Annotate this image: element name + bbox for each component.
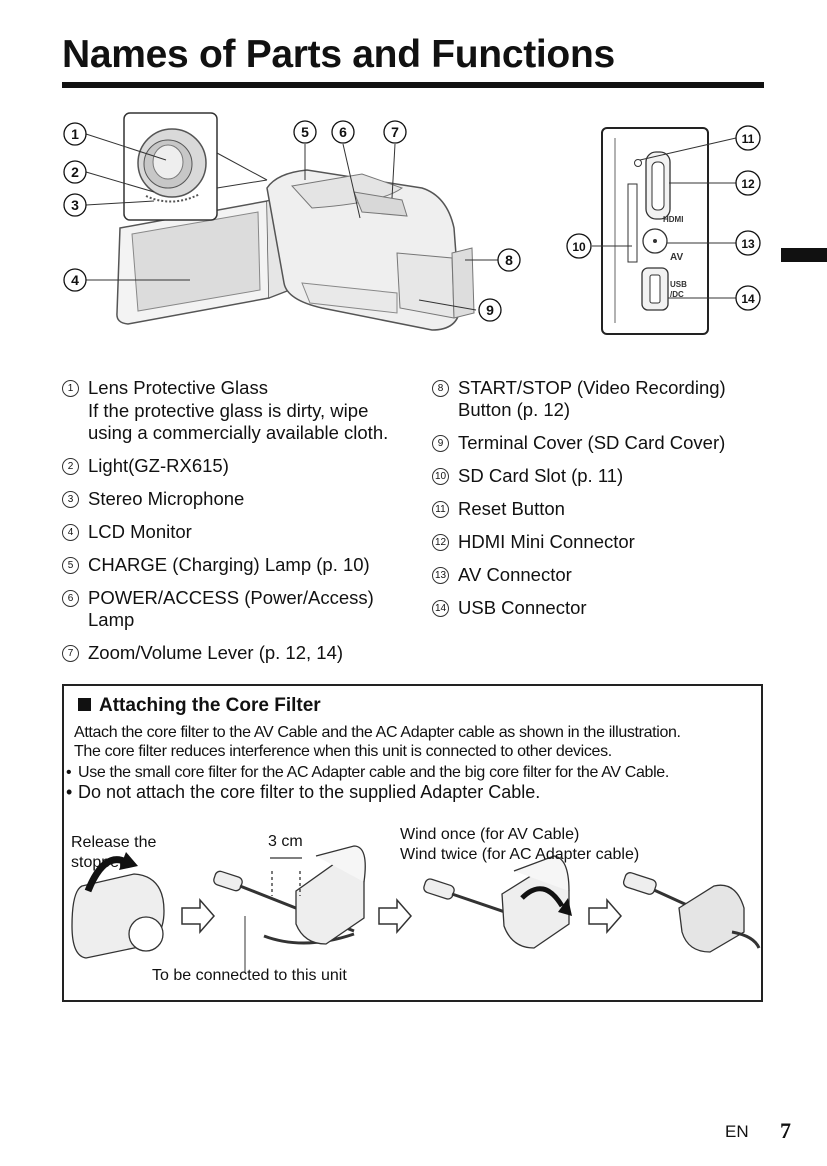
part-number: 9 — [432, 435, 449, 452]
part-label: POWER/ACCESS (Power/Access) Lamp — [88, 587, 374, 630]
bullet-text: Do not attach the core filter to the sup… — [78, 782, 541, 802]
part-number: 7 — [62, 645, 79, 662]
part-label: Reset Button — [458, 498, 565, 519]
part-label: LCD Monitor — [88, 521, 192, 542]
core-filter-bullet-1: • Use the small core filter for the AC Ad… — [66, 764, 669, 782]
part-item: 5 CHARGE (Charging) Lamp (p. 10) — [62, 554, 407, 576]
part-item: 2 Light(GZ-RX615) — [62, 455, 407, 477]
callout-12: 12 — [741, 177, 755, 191]
callout-1: 1 — [71, 126, 79, 142]
part-label: AV Connector — [458, 564, 572, 585]
callout-14: 14 — [741, 292, 755, 306]
parts-list-right: 8 START/STOP (Video Recording) Button (p… — [432, 377, 762, 630]
part-item: 7 Zoom/Volume Lever (p. 12, 14) — [62, 642, 407, 664]
callout-4: 4 — [71, 272, 79, 288]
title-rule — [62, 82, 764, 88]
hdmi-port-label: HDMI — [663, 215, 683, 224]
part-item: 8 START/STOP (Video Recording) Button (p… — [432, 377, 762, 421]
core-filter-bullet-2: •Do not attach the core filter to the su… — [66, 782, 540, 803]
callout-8: 8 — [505, 252, 513, 268]
caption-line: Release the — [71, 834, 157, 851]
part-label: USB Connector — [458, 597, 587, 618]
part-number: 5 — [62, 557, 79, 574]
part-number: 4 — [62, 524, 79, 541]
part-number: 13 — [432, 567, 449, 584]
callout-2: 2 — [71, 164, 79, 180]
part-number: 8 — [432, 380, 449, 397]
page-number: 7 — [780, 1118, 791, 1143]
part-item: 3 Stereo Microphone — [62, 488, 407, 510]
part-item: 1 Lens Protective Glass If the protectiv… — [62, 377, 407, 444]
caption-wind: Wind once (for AV Cable) Wind twice (for… — [400, 825, 639, 865]
part-number: 1 — [62, 380, 79, 397]
language-label: EN — [725, 1122, 749, 1141]
part-item: 6 POWER/ACCESS (Power/Access) Lamp — [62, 587, 407, 631]
part-number: 11 — [432, 501, 449, 518]
part-item: 11 Reset Button — [432, 498, 762, 520]
caption-line: stopper. — [71, 854, 128, 871]
page-title: Names of Parts and Functions — [62, 33, 615, 76]
part-number: 2 — [62, 458, 79, 475]
part-label: START/STOP (Video Recording) Button (p. … — [458, 377, 726, 420]
heading-square-icon — [78, 698, 91, 711]
core-filter-box: Attaching the Core Filter Attach the cor… — [62, 684, 763, 1002]
camcorder-illustration: HDMI AV USB /DC 1 2 3 4 5 6 7 8 9 10 11 … — [63, 112, 761, 335]
part-note: If the protective glass is dirty, wipe u… — [88, 400, 389, 443]
part-label: Terminal Cover (SD Card Cover) — [458, 432, 726, 453]
part-label: Lens Protective Glass — [88, 377, 268, 398]
bullet-icon: • — [66, 764, 72, 781]
parts-list-left: 1 Lens Protective Glass If the protectiv… — [62, 377, 407, 675]
part-item: 4 LCD Monitor — [62, 521, 407, 543]
section-tab-marker — [781, 248, 827, 262]
part-number: 12 — [432, 534, 449, 551]
part-label: HDMI Mini Connector — [458, 531, 635, 552]
caption-release-stopper: Release the stopper. — [71, 833, 156, 873]
part-item: 12 HDMI Mini Connector — [432, 531, 762, 553]
caption-distance: 3 cm — [268, 833, 303, 850]
core-filter-heading: Attaching the Core Filter — [78, 695, 321, 717]
part-item: 13 AV Connector — [432, 564, 762, 586]
callout-9: 9 — [486, 302, 494, 318]
callout-5: 5 — [301, 124, 309, 140]
usb-port-label: USB — [670, 280, 687, 289]
part-label: Light(GZ-RX615) — [88, 455, 229, 476]
part-number: 3 — [62, 491, 79, 508]
callout-11: 11 — [742, 132, 755, 146]
core-filter-para-2: The core filter reduces interference whe… — [74, 743, 612, 760]
part-label: Stereo Microphone — [88, 488, 245, 509]
bullet-text: Use the small core filter for the AC Ada… — [78, 764, 669, 781]
dc-port-label: /DC — [670, 290, 684, 299]
caption-connect: To be connected to this unit — [152, 967, 347, 984]
caption-line: Wind twice (for AC Adapter cable) — [400, 846, 640, 863]
part-item: 14 USB Connector — [432, 597, 762, 619]
part-item: 10 SD Card Slot (p. 11) — [432, 465, 762, 487]
core-filter-heading-text: Attaching the Core Filter — [99, 695, 321, 716]
callout-3: 3 — [71, 197, 79, 213]
callout-10: 10 — [572, 240, 586, 254]
part-label: Zoom/Volume Lever (p. 12, 14) — [88, 642, 344, 663]
core-filter-illustration — [71, 845, 761, 972]
part-number: 10 — [432, 468, 449, 485]
part-label: CHARGE (Charging) Lamp (p. 10) — [88, 554, 370, 575]
callout-13: 13 — [741, 237, 755, 251]
part-label: SD Card Slot (p. 11) — [458, 465, 624, 486]
callout-6: 6 — [339, 124, 347, 140]
part-item: 9 Terminal Cover (SD Card Cover) — [432, 432, 762, 454]
caption-line: Wind once (for AV Cable) — [400, 826, 580, 843]
core-filter-para-1: Attach the core filter to the AV Cable a… — [74, 724, 681, 741]
callout-7: 7 — [391, 124, 399, 140]
part-number: 14 — [432, 600, 449, 617]
av-port-label: AV — [670, 252, 683, 263]
part-number: 6 — [62, 590, 79, 607]
bullet-icon: • — [66, 782, 73, 802]
